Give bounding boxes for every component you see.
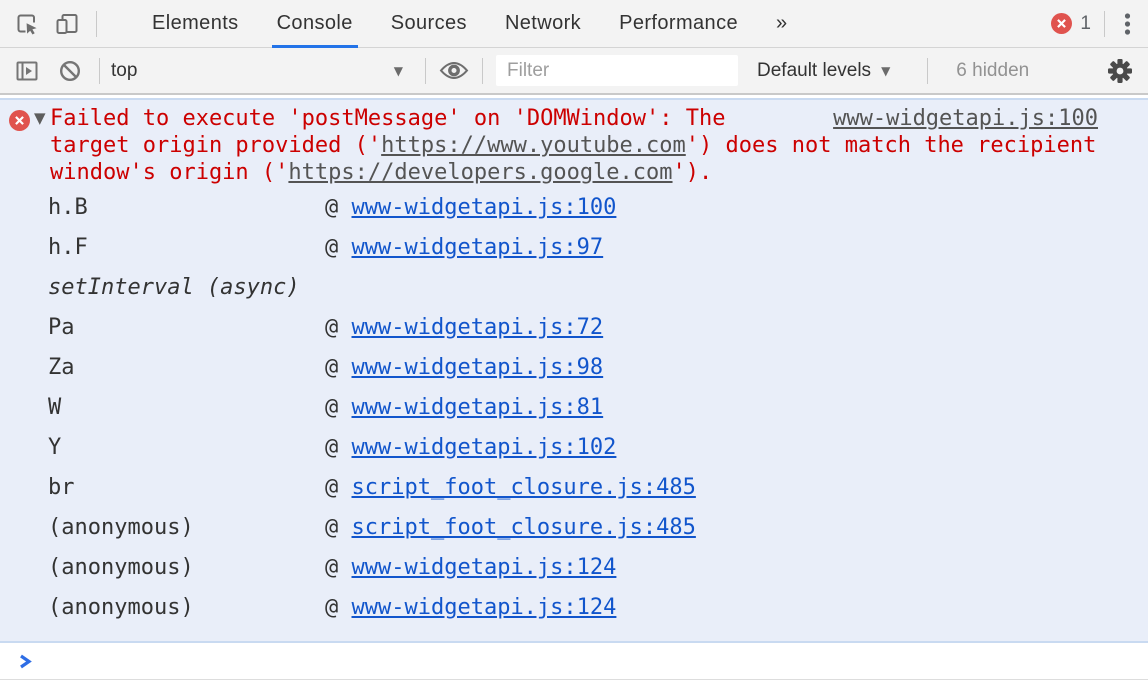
devtools-tab-bar: Elements Console Sources Network Performance… — [0, 0, 1148, 48]
console-toolbar: top ▼ Default levels ▼ 6 hidden — [0, 48, 1148, 95]
stack-trace: h.B @ www-widgetapi.js:100 h.F @ www-widget… — [0, 188, 1148, 641]
eye-icon — [439, 62, 469, 79]
stack-at-symbol: @ — [325, 355, 352, 380]
tab-console[interactable]: Console — [258, 0, 372, 48]
stack-function-name: Pa — [48, 315, 75, 340]
toolbar-separator — [482, 57, 483, 84]
stack-function-name: br — [48, 475, 75, 500]
error-message-url-link[interactable]: https://www.youtube.com — [381, 133, 686, 158]
clear-console-button[interactable] — [56, 57, 84, 85]
console-sidebar-toggle-button[interactable] — [13, 57, 41, 85]
stack-function-name: setInterval (async) — [48, 275, 300, 300]
stack-frame: h.F @ www-widgetapi.js:97 — [0, 228, 1148, 268]
tab-sources[interactable]: Sources — [390, 12, 467, 34]
stack-at-symbol: @ — [325, 315, 352, 340]
prompt-chevron-icon — [20, 654, 32, 668]
stack-at-symbol: @ — [325, 475, 352, 500]
toolbar-separator — [96, 10, 97, 37]
stack-at-symbol: @ — [325, 195, 352, 220]
tab-performance[interactable]: Performance — [619, 12, 738, 34]
error-source-link[interactable]: www-widgetapi.js:100 — [833, 106, 1098, 131]
ban-circle-icon — [59, 60, 81, 81]
kebab-menu-icon — [1124, 12, 1130, 35]
error-message-row: www-widgetapi.js:100 Failed to execute '… — [0, 100, 1148, 186]
chevron-down-icon: ▼ — [393, 63, 403, 78]
stack-frame: (anonymous) @ script_foot_closure.js:485 — [0, 508, 1148, 548]
device-toolbar-button[interactable] — [53, 10, 81, 38]
stack-source-link[interactable]: www-widgetapi.js:98 — [351, 355, 604, 380]
panel-tabs: Elements Console Sources Network Performance… — [133, 0, 807, 48]
stack-function-name: h.B — [48, 195, 88, 220]
stack-at-symbol: @ — [325, 515, 352, 540]
tab-network[interactable]: Network — [504, 12, 582, 34]
stack-frame: setInterval (async) — [0, 268, 1148, 308]
error-message-fragment: ') does not match the recipient window's… — [50, 133, 1097, 185]
error-message-url-link[interactable]: https://developers.google.com — [288, 160, 673, 185]
stack-function-name: W — [48, 395, 62, 420]
console-error-message: ▼ www-widgetapi.js:100 Failed to execute… — [0, 98, 1148, 643]
log-levels-value: Default levels — [757, 59, 872, 81]
chevron-down-icon: ▼ — [881, 63, 891, 78]
inspect-cursor-icon — [17, 14, 37, 34]
stack-frame: h.B @ www-widgetapi.js:100 — [0, 188, 1148, 228]
stack-at-symbol: @ — [325, 235, 352, 260]
inspect-element-button[interactable] — [13, 10, 41, 38]
error-count-badge[interactable]: 1 — [1051, 13, 1091, 35]
stack-function-name: (anonymous) — [48, 515, 194, 540]
javascript-context-selector[interactable]: top ▼ — [111, 60, 411, 82]
stack-source-link[interactable]: www-widgetapi.js:102 — [351, 435, 617, 460]
stack-function-name: (anonymous) — [48, 555, 194, 580]
stack-function-name: Y — [48, 435, 62, 460]
stack-frame: (anonymous) @ www-widgetapi.js:124 — [0, 548, 1148, 588]
tab-elements[interactable]: Elements — [152, 12, 239, 34]
toolbar-separator — [927, 57, 929, 84]
stack-collapse-triangle[interactable]: ▼ — [34, 109, 46, 127]
stack-at-symbol: @ — [325, 555, 352, 580]
sidebar-panel-icon — [16, 61, 38, 80]
error-message-fragment: Failed to execute 'postMessage' on 'DOMW… — [50, 106, 726, 158]
stack-source-link[interactable]: www-widgetapi.js:97 — [351, 235, 604, 260]
stack-function-name: h.F — [48, 235, 88, 260]
console-settings-button[interactable] — [1105, 56, 1135, 86]
context-selector-value: top — [111, 59, 138, 81]
error-circle-icon — [1051, 13, 1073, 34]
log-levels-selector[interactable]: Default levels ▼ — [757, 60, 890, 82]
stack-at-symbol: @ — [325, 435, 352, 460]
stack-source-link[interactable]: script_foot_closure.js:485 — [351, 475, 696, 500]
stack-frame: br @ script_foot_closure.js:485 — [0, 468, 1148, 508]
console-prompt[interactable] — [0, 643, 1148, 680]
tab-more[interactable]: » — [776, 12, 788, 34]
console-messages-pane: ▼ www-widgetapi.js:100 Failed to execute… — [0, 95, 1148, 680]
more-options-button[interactable] — [1118, 12, 1136, 36]
toolbar-separator — [1104, 10, 1105, 37]
device-toolbar-icon — [56, 13, 78, 34]
stack-source-link[interactable]: www-widgetapi.js:72 — [351, 315, 604, 340]
stack-source-link[interactable]: script_foot_closure.js:485 — [351, 515, 696, 540]
stack-source-link[interactable]: www-widgetapi.js:100 — [351, 195, 617, 220]
stack-frame: Y @ www-widgetapi.js:102 — [0, 428, 1148, 468]
stack-source-link[interactable]: www-widgetapi.js:81 — [351, 395, 604, 420]
stack-frame: W @ www-widgetapi.js:81 — [0, 388, 1148, 428]
filter-input[interactable] — [496, 55, 738, 86]
error-count-label: 1 — [1080, 12, 1091, 34]
stack-source-link[interactable]: www-widgetapi.js:124 — [351, 595, 617, 620]
live-expression-button[interactable] — [438, 58, 470, 84]
hidden-messages-count: 6 hidden — [956, 59, 1030, 81]
toolbar-separator — [425, 57, 426, 84]
stack-frame: (anonymous) @ www-widgetapi.js:124 — [0, 588, 1148, 628]
error-message-fragment: '). — [672, 160, 713, 185]
stack-at-symbol: @ — [325, 595, 352, 620]
stack-function-name: Za — [48, 355, 75, 380]
stack-source-link[interactable]: www-widgetapi.js:124 — [351, 555, 617, 580]
stack-function-name: (anonymous) — [48, 595, 194, 620]
error-message-text: Failed to execute 'postMessage' on 'DOMW… — [50, 106, 1096, 185]
stack-at-symbol: @ — [325, 395, 352, 420]
gear-icon — [1108, 58, 1132, 83]
stack-frame: Za @ www-widgetapi.js:98 — [0, 348, 1148, 388]
error-circle-icon — [9, 110, 30, 131]
stack-frame: Pa @ www-widgetapi.js:72 — [0, 308, 1148, 348]
toolbar-separator — [99, 57, 100, 84]
